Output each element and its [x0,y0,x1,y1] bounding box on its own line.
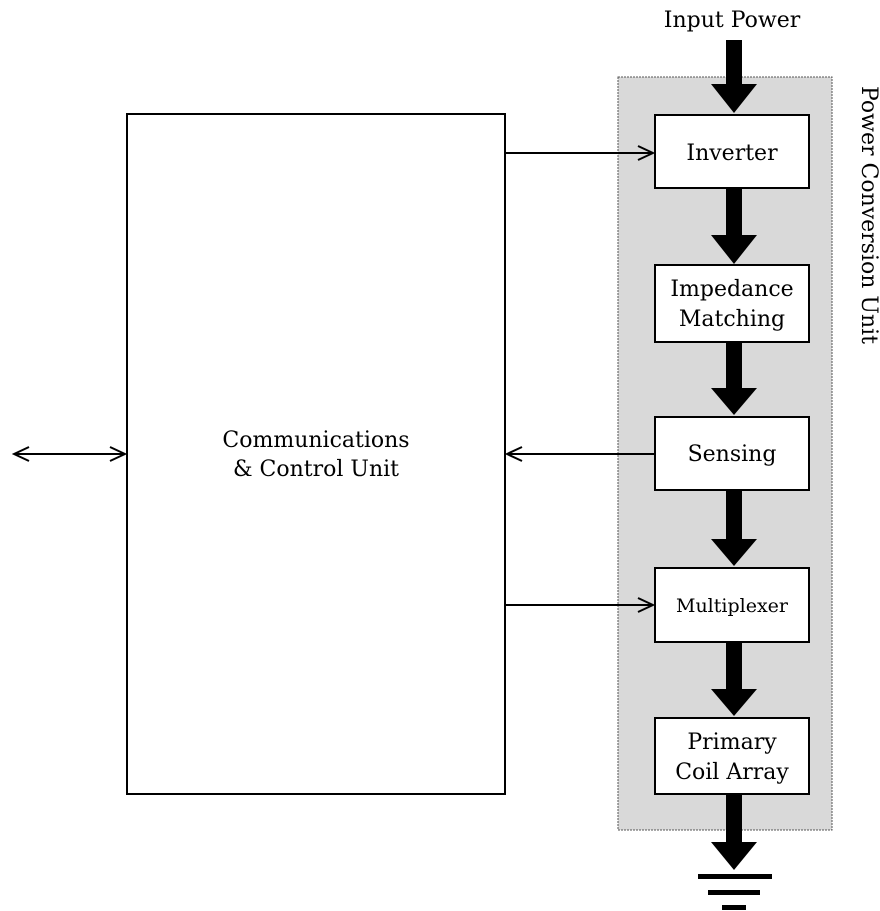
sensing-box [654,416,810,491]
sensing-label: Sensing [688,442,777,467]
power-arrow-shaft [726,643,742,689]
input-power-label: Input Power [664,8,801,33]
communications-control-unit-box [126,113,506,795]
impedance-matching-box [654,264,810,343]
signal-arrows [14,153,655,605]
power-arrow-head [711,388,757,415]
multiplexer-label: Multiplexer [676,595,789,617]
coil-label-line1: Primary [687,730,777,755]
power-flow-arrows [711,40,757,870]
coil-label-line2: Coil Array [675,760,789,785]
power-arrow-shaft [726,343,742,388]
power-arrow-head [711,84,757,113]
power-arrow-shaft [726,40,742,84]
inverter-box [654,114,810,189]
power-arrow-head [711,235,757,264]
power-arrow-head [711,842,757,870]
impedance-label-line1: Impedance [670,277,793,302]
power-arrow-shaft [726,491,742,539]
primary-coil-array-box [654,717,810,795]
power-arrow-head [711,539,757,566]
ccu-label-line1: Communications [222,428,409,453]
power-arrow-shaft [726,189,742,235]
impedance-label-line2: Matching [679,307,785,332]
power-arrow-shaft [726,795,742,842]
multiplexer-box [654,567,810,643]
power-conversion-unit-label: Power Conversion Unit [856,86,880,344]
ccu-label-line2: & Control Unit [233,457,399,482]
power-arrow-head [711,689,757,716]
ground-icon [698,874,772,910]
inverter-label: Inverter [686,141,778,166]
